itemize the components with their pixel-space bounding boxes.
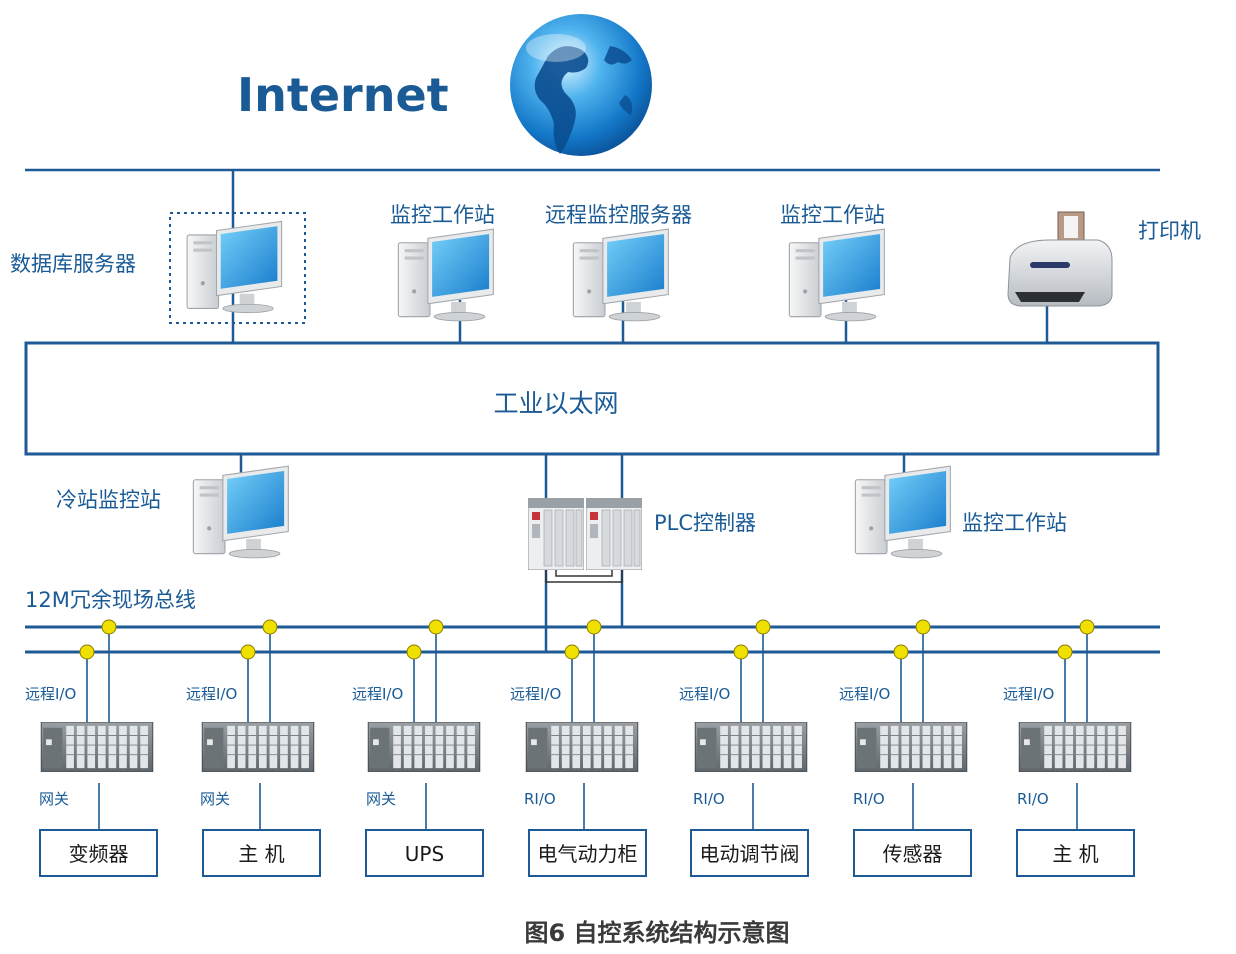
bus-node	[893, 644, 909, 660]
field-device-box	[690, 829, 809, 877]
figure-caption: 图6 自控系统结构示意图	[524, 919, 789, 947]
workstation-1-pc-icon	[397, 228, 494, 322]
bus-node	[101, 619, 117, 635]
field-device-box	[853, 829, 972, 877]
bus-node	[406, 644, 422, 660]
workstation-3-label: 监控工作站	[962, 511, 1067, 535]
link-type-label: 网关	[39, 790, 69, 808]
remote-io-module-icon	[1018, 722, 1132, 772]
bus-node	[1079, 619, 1095, 635]
bus-node	[915, 619, 931, 635]
bus-node	[240, 644, 256, 660]
printer-icon	[1007, 211, 1113, 307]
industrial-ethernet-label: 工业以太网	[493, 389, 618, 418]
link-type-label: RI/O	[1017, 790, 1049, 808]
remote-io-module-icon	[525, 722, 639, 772]
bus-node	[428, 619, 444, 635]
db-server-selection-box	[169, 212, 306, 324]
field-device-label: UPS	[405, 842, 444, 866]
plc-controller-label: PLC控制器	[654, 511, 756, 535]
link-type-label: RI/O	[524, 790, 556, 808]
link-type-label: 网关	[200, 790, 230, 808]
remote-io-module-icon	[201, 722, 315, 772]
printer-label: 打印机	[1138, 219, 1201, 243]
db-server-label: 数据库服务器	[10, 252, 136, 276]
remote-io-label: 远程I/O	[352, 685, 403, 703]
remote-server-pc-icon	[572, 228, 669, 322]
remote-io-label: 远程I/O	[839, 685, 890, 703]
remote-io-label: 远程I/O	[510, 685, 561, 703]
workstation-2-pc-icon	[788, 228, 885, 322]
bus-node	[755, 619, 771, 635]
plc-controller-icon	[528, 498, 642, 583]
field-device-label: 主 机	[1052, 842, 1098, 866]
remote-io-label: 远程I/O	[186, 685, 237, 703]
bus-node	[262, 619, 278, 635]
workstation-2-label: 监控工作站	[780, 203, 885, 227]
link-type-label: RI/O	[853, 790, 885, 808]
field-device-label: 变频器	[69, 842, 129, 866]
remote-io-label: 远程I/O	[25, 685, 76, 703]
field-device-box	[39, 829, 158, 877]
field-device-box	[528, 829, 647, 877]
bus-node	[564, 644, 580, 660]
link-type-label: 网关	[366, 790, 396, 808]
field-device-box	[1016, 829, 1135, 877]
field-device-box	[365, 829, 484, 877]
globe-icon	[510, 14, 652, 156]
field-device-box	[202, 829, 321, 877]
field-device-label: 传感器	[883, 842, 943, 866]
internet-label: Internet	[237, 68, 449, 122]
db-server-pc-icon	[186, 220, 283, 314]
bus-node	[586, 619, 602, 635]
field-device-label: 主 机	[238, 842, 284, 866]
industrial-ethernet-box	[24, 341, 1160, 456]
remote-server-label: 远程监控服务器	[545, 203, 692, 227]
field-device-label: 电动调节阀	[700, 842, 800, 866]
bus-node	[1057, 644, 1073, 660]
remote-io-module-icon	[854, 722, 968, 772]
bus-node	[733, 644, 749, 660]
field-device-label: 电气动力柜	[538, 842, 638, 866]
remote-io-module-icon	[694, 722, 808, 772]
remote-io-label: 远程I/O	[679, 685, 730, 703]
remote-io-module-icon	[40, 722, 154, 772]
chiller-station-label: 冷站监控站	[56, 488, 161, 512]
chiller-station-pc-icon	[192, 465, 289, 559]
remote-io-module-icon	[367, 722, 481, 772]
fieldbus-label: 12M冗余现场总线	[25, 588, 196, 612]
link-type-label: RI/O	[693, 790, 725, 808]
remote-io-label: 远程I/O	[1003, 685, 1054, 703]
workstation-1-label: 监控工作站	[390, 203, 495, 227]
bus-node	[79, 644, 95, 660]
workstation-3-pc-icon	[854, 465, 951, 559]
